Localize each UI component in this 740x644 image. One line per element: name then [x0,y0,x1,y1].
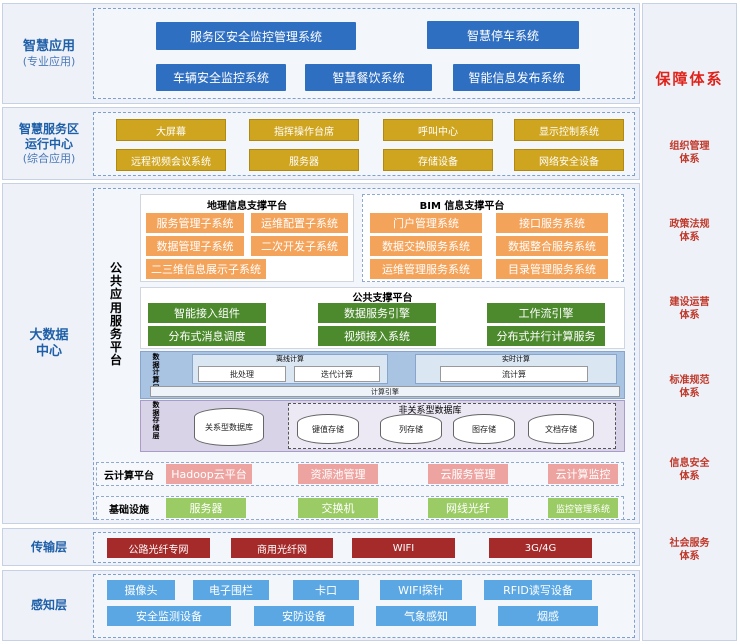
common-item-msg-dispatch: 分布式消息调度 [148,326,266,346]
smart-app-item-service-safety: 服务区安全监控管理系统 [156,22,356,50]
bim-item-catalog: 目录管理服务系统 [496,259,608,279]
cloud-platform-label: 云计算平台 [104,470,154,482]
compute-stream: 流计算 [440,366,588,382]
perception-item-security-device: 安防设备 [254,606,354,626]
guarantee-panel: 保障体系 组织管理体系 政策法规体系 建设运营体系 标准规范体系 信息安全体系 … [642,3,737,641]
nosql-keyvalue: 键值存储 [297,414,359,444]
infra-item-server: 服务器 [166,498,246,518]
perception-item-safety-monitor: 安全监测设备 [107,606,231,626]
offline-compute-title: 离线计算 [276,355,304,363]
bim-item-interface: 接口服务系统 [496,213,608,233]
geo-item-service-mgmt: 服务管理子系统 [146,213,244,233]
ops-item-server: 服务器 [249,149,359,171]
nosql-title: 非关系型数据库 [398,406,462,416]
geo-platform-title: 地理信息支撑平台 [207,201,287,212]
cloud-item-service-mgmt: 云服务管理 [428,464,508,484]
perception-item-camera: 摄像头 [107,580,175,600]
smart-app-label: 智慧应用 (专业应用) [22,38,76,68]
compute-iterative: 迭代计算 [294,366,380,382]
common-platform-title: 公共支撑平台 [352,293,413,304]
geo-item-secondary-dev: 二次开发子系统 [251,236,348,256]
cloud-item-monitoring: 云计算监控 [548,464,618,484]
nosql-column: 列存储 [380,414,442,444]
guarantee-item-org: 组织管理体系 [669,141,710,165]
common-item-parallel-compute: 分布式并行计算服务 [487,326,605,346]
storage-layer-label: 数据存储层 [152,401,160,440]
guarantee-item-standard: 标准规范体系 [669,375,710,399]
infra-item-fiber: 网线光纤 [428,498,508,518]
ops-center-label: 智慧服务区 运行中心 (综合应用) [18,121,79,165]
nosql-document: 文档存储 [528,414,594,444]
perception-item-checkpoint: 卡口 [293,580,359,600]
ops-item-big-screen: 大屏幕 [116,119,226,141]
cloud-item-resource-pool: 资源池管理 [298,464,378,484]
guarantee-item-policy: 政策法规体系 [669,219,710,243]
perception-item-wifi-probe: WIFI探针 [380,580,462,600]
ops-item-command-desk: 指挥操作台席 [249,119,359,141]
bim-platform-title: BIM 信息支撑平台 [419,201,505,212]
ops-item-network-security: 网络安全设备 [514,149,624,171]
smart-app-item-dining: 智慧餐饮系统 [305,64,432,91]
cloud-item-hadoop: Hadoop云平台 [166,464,252,484]
bim-item-data-exchange: 数据交换服务系统 [370,236,482,256]
ops-item-call-center: 呼叫中心 [383,119,493,141]
smart-app-item-parking: 智慧停车系统 [427,21,579,49]
geo-item-2d3d-display: 二三维信息展示子系统 [146,259,266,279]
realtime-compute-title: 实时计算 [502,355,530,363]
relational-db: 关系型数据库 [194,408,264,446]
infra-label: 基础设施 [109,504,149,516]
common-item-smart-access: 智能接入组件 [148,303,266,323]
infra-item-switch: 交换机 [298,498,378,518]
common-item-data-service: 数据服务引擎 [318,303,436,323]
bim-item-ops-mgmt: 运维管理服务系统 [370,259,482,279]
perception-item-weather: 气象感知 [376,606,476,626]
ops-center-layer: 智慧服务区 运行中心 (综合应用) 大屏幕 指挥操作台席 呼叫中心 显示控制系统… [2,107,640,180]
perception-item-fence: 电子围栏 [193,580,269,600]
guarantee-item-security: 信息安全体系 [669,458,710,482]
big-data-label: 大数据 中心 [29,327,69,359]
perception-item-rfid: RFID读写设备 [484,580,592,600]
bim-item-portal: 门户管理系统 [370,213,482,233]
public-app-platform-label: 公 共 应 用 服 务 平 台 [109,261,122,368]
perception-item-smoke: 烟感 [498,606,598,626]
geo-item-ops-config: 运维配置子系统 [251,213,348,233]
infra-item-monitor-mgmt: 监控管理系统 [548,498,618,518]
ops-item-video-conference: 远程视频会议系统 [116,149,226,171]
compute-batch: 批处理 [198,366,286,382]
nosql-graph: 图存储 [453,414,515,444]
ops-item-display-control: 显示控制系统 [514,119,624,141]
geo-item-data-mgmt: 数据管理子系统 [146,236,244,256]
transport-item-wifi: WIFI [352,538,455,558]
smart-app-layer: 智慧应用 (专业应用) 服务区安全监控管理系统 智慧停车系统 车辆安全监控系统 … [2,3,640,104]
guarantee-item-social: 社会服务体系 [669,538,710,562]
guarantee-item-operation: 建设运营体系 [669,297,710,321]
ops-item-storage: 存储设备 [383,149,493,171]
transport-label: 传输层 [30,539,67,554]
transport-item-3g4g: 3G/4G [489,538,592,558]
common-item-video-access: 视频接入系统 [318,326,436,346]
compute-engine: 计算引擎 [150,386,620,397]
smart-app-item-info-release: 智能信息发布系统 [453,64,580,91]
guarantee-title: 保障体系 [655,70,724,88]
bim-item-data-integration: 数据整合服务系统 [496,236,608,256]
perception-label: 感知层 [30,598,67,612]
transport-item-highway-fiber: 公路光纤专网 [107,538,210,558]
transport-item-commercial-fiber: 商用光纤网 [231,538,333,558]
common-item-workflow: 工作流引擎 [487,303,605,323]
smart-app-item-vehicle: 车辆安全监控系统 [156,64,286,91]
